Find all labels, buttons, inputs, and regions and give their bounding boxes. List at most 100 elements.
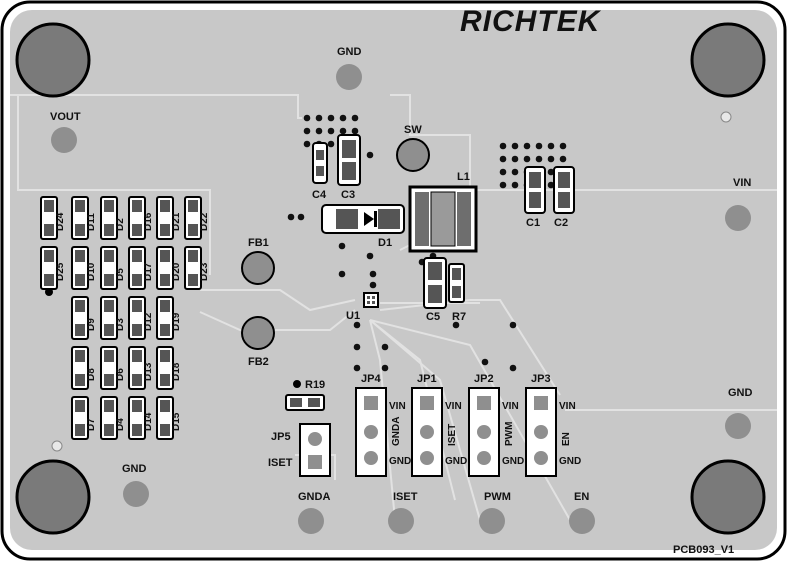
led-d9: D9: [71, 296, 97, 340]
via: [353, 321, 361, 329]
via: [511, 155, 519, 163]
test-point-en[interactable]: EN: [569, 491, 595, 534]
label-fb1: FB1: [248, 237, 269, 249]
capacitor-c2: [553, 166, 575, 214]
label-gnda: GNDA: [298, 491, 330, 503]
via: [547, 142, 555, 150]
label-fb2: FB2: [248, 356, 269, 368]
test-point-vout[interactable]: [51, 127, 77, 153]
via: [303, 127, 311, 135]
via: [339, 127, 347, 135]
led-d19: D19: [156, 296, 182, 340]
inductor-l1: [408, 185, 478, 253]
via: [351, 114, 359, 122]
label-en: EN: [574, 491, 589, 503]
led-d20: D20: [156, 246, 182, 290]
brand-logo: RICHTEK: [460, 5, 602, 38]
test-point-iset[interactable]: ISET: [388, 491, 418, 534]
led-d18: D18: [156, 346, 182, 390]
via: [327, 140, 335, 148]
led-d15: D15: [156, 396, 182, 440]
label-iset-jp5: ISET: [268, 457, 293, 469]
label-u1: U1: [346, 310, 360, 322]
label-d21: D21: [171, 212, 182, 231]
label-pin-top: VIN: [502, 401, 519, 412]
label-d3: D3: [115, 318, 126, 331]
mounting-holes: [15, 22, 766, 535]
label-d2: D2: [115, 218, 126, 231]
label-pin-mid: EN: [561, 432, 572, 446]
via: [523, 142, 531, 150]
label-iset: ISET: [393, 491, 418, 503]
via: [452, 321, 460, 329]
label-d19: D19: [171, 312, 182, 331]
label-gnd-top: GND: [337, 46, 362, 58]
test-point-gnd-right[interactable]: [725, 413, 751, 439]
test-point-gnda[interactable]: GNDA: [298, 491, 330, 534]
label-pwm: PWM: [484, 491, 511, 503]
ic-u1: [363, 292, 379, 308]
via: [559, 155, 567, 163]
test-point-gnd-top[interactable]: [336, 64, 362, 90]
diode-d1: [321, 204, 405, 234]
mount-hole-top-right: [690, 22, 766, 98]
fiducial-top-right: [720, 111, 732, 123]
via: [381, 364, 389, 372]
test-point-fb2[interactable]: [241, 316, 275, 350]
led-d14: D14: [128, 396, 154, 440]
via: [315, 127, 323, 135]
label-c5: C5: [426, 311, 440, 323]
test-point-pwm[interactable]: PWM: [479, 491, 511, 534]
test-point-fb1[interactable]: [241, 251, 275, 285]
led-d6: D6: [100, 346, 126, 390]
label-pin-mid: GNDA: [391, 417, 402, 446]
via: [499, 155, 507, 163]
mount-hole-bottom-right: [690, 459, 766, 535]
via: [509, 321, 517, 329]
label-d1: D1: [378, 237, 392, 249]
led-d8: D8: [71, 346, 97, 390]
test-point-sw[interactable]: [396, 138, 430, 172]
via: [353, 343, 361, 351]
via: [499, 168, 507, 176]
via: [327, 127, 335, 135]
led-d24: D24: [40, 196, 66, 240]
resistor-r19: [285, 380, 325, 411]
via: [366, 151, 374, 159]
via: [366, 252, 374, 260]
mount-hole-bottom-left: [15, 459, 91, 535]
label-pin-bottom: GND: [502, 456, 524, 467]
fiducial-bottom-left: [51, 440, 63, 452]
test-point-gnd-bottom-left[interactable]: [123, 481, 149, 507]
led-d2: D2: [100, 196, 126, 240]
via: [547, 168, 555, 176]
via: [315, 114, 323, 122]
label-d8: D8: [86, 368, 97, 381]
label-pin-top: VIN: [389, 401, 406, 412]
label-l1: L1: [457, 171, 470, 183]
via: [535, 155, 543, 163]
led-d4: D4: [100, 396, 126, 440]
label-d22: D22: [199, 212, 210, 231]
led-d16: D16: [128, 196, 154, 240]
label-sw: SW: [404, 124, 422, 136]
label-d6: D6: [115, 368, 126, 381]
via: [509, 364, 517, 372]
led-d21: D21: [156, 196, 182, 240]
capacitor-c5: [423, 257, 447, 309]
test-point-vin-right[interactable]: [725, 205, 751, 231]
polarity-dot: [45, 288, 53, 296]
label-d15: D15: [171, 412, 182, 431]
jumper-jp5[interactable]: [299, 423, 331, 477]
label-vout: VOUT: [50, 111, 81, 123]
via: [303, 140, 311, 148]
label-gnd-right: GND: [728, 387, 753, 399]
via: [297, 213, 305, 221]
label-d18: D18: [171, 362, 182, 381]
label-d9: D9: [86, 318, 97, 331]
